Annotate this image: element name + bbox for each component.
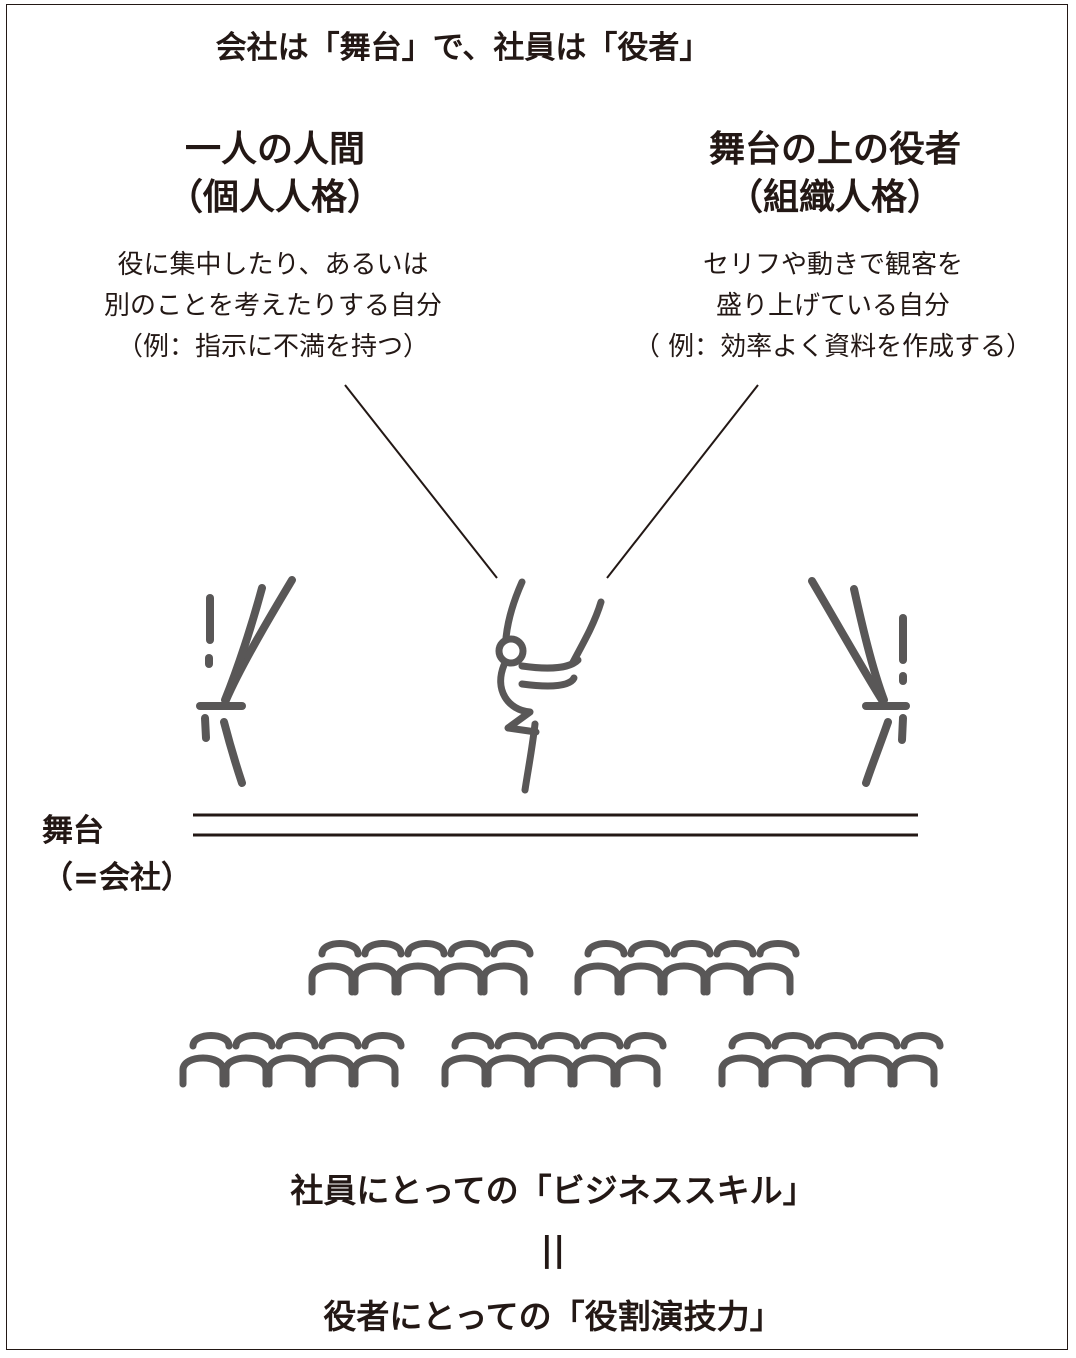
seat xyxy=(660,962,708,996)
seat xyxy=(746,962,794,996)
seat-back xyxy=(756,940,800,958)
seat-block xyxy=(308,940,534,996)
seat xyxy=(617,962,665,996)
left-heading: 一人の人間 （個人人格） xyxy=(167,126,383,222)
seat xyxy=(570,1054,618,1088)
seat xyxy=(761,1054,809,1088)
seat-back xyxy=(814,1032,858,1050)
left-desc-line3: （例：指示に不満を持つ） xyxy=(116,332,430,362)
dancer-icon xyxy=(495,578,605,794)
stage-label-line1: 舞台 xyxy=(42,813,104,849)
right-leader-line xyxy=(606,384,759,579)
stage-label-line2: （=会社） xyxy=(42,860,192,896)
seat xyxy=(179,1054,227,1088)
curtain-right-icon xyxy=(808,577,910,787)
curtain-left-icon xyxy=(196,576,296,787)
seat-back xyxy=(404,940,448,958)
seat xyxy=(847,1054,895,1088)
seat xyxy=(222,1054,270,1088)
seat-back xyxy=(318,1032,362,1050)
conclusion-line1: 社員にとっての「ビジネススキル」 xyxy=(290,1171,816,1210)
right-heading-line2: （組織人格） xyxy=(726,177,944,218)
seat-back xyxy=(189,1032,233,1050)
seat xyxy=(718,1054,766,1088)
seat xyxy=(703,962,751,996)
right-description: セリフや動きで観客を 盛り上げている自分 （ 例：効率よく資料を作成する） xyxy=(634,245,1032,368)
seat xyxy=(308,962,356,996)
conclusion-line2: 役者にとっての「役割演技力」 xyxy=(323,1297,783,1336)
seat-back xyxy=(584,940,628,958)
equals-sign: || xyxy=(540,1230,566,1270)
seat-back xyxy=(713,940,757,958)
diagram-frame xyxy=(6,4,1068,1350)
stage-label: 舞台 （=会社） xyxy=(42,808,192,902)
left-desc-line1: 役に集中したり、あるいは xyxy=(117,250,429,280)
right-desc-line3: （ 例：効率よく資料を作成する） xyxy=(633,332,1033,362)
seat-back xyxy=(361,940,405,958)
right-heading-line1: 舞台の上の役者 xyxy=(708,129,962,170)
seat xyxy=(890,1054,938,1088)
seat xyxy=(308,1054,356,1088)
left-heading-line2: （個人人格） xyxy=(166,177,384,218)
seat-block xyxy=(179,1032,405,1088)
seat xyxy=(394,962,442,996)
seat-block xyxy=(441,1032,667,1088)
right-desc-line1: セリフや動きで観客を xyxy=(702,250,964,280)
diagram-title: 会社は「舞台」で、社員は「役者」 xyxy=(215,30,711,66)
seat-back xyxy=(580,1032,624,1050)
seat-back xyxy=(361,1032,405,1050)
seat-back xyxy=(771,1032,815,1050)
seat xyxy=(441,1054,489,1088)
left-desc-line2: 別のことを考えたりする自分 xyxy=(103,291,443,321)
seat-back xyxy=(232,1032,276,1050)
seat xyxy=(265,1054,313,1088)
seat-back xyxy=(627,940,671,958)
seat-back xyxy=(900,1032,944,1050)
seat xyxy=(351,1054,399,1088)
right-desc-line2: 盛り上げている自分 xyxy=(715,291,951,321)
left-heading-line1: 一人の人間 xyxy=(184,129,366,170)
seat xyxy=(480,962,528,996)
seat-back xyxy=(494,1032,538,1050)
seat-back xyxy=(537,1032,581,1050)
left-leader-line xyxy=(344,384,498,579)
seat xyxy=(574,962,622,996)
seat-block xyxy=(718,1032,944,1088)
right-heading: 舞台の上の役者 （組織人格） xyxy=(709,126,961,222)
seat xyxy=(351,962,399,996)
seat-back xyxy=(318,940,362,958)
seat-back xyxy=(728,1032,772,1050)
seat xyxy=(613,1054,661,1088)
seat-back xyxy=(490,940,534,958)
seat xyxy=(484,1054,532,1088)
audience-seats-icon xyxy=(179,940,944,1088)
seat-back xyxy=(451,1032,495,1050)
seat-back xyxy=(623,1032,667,1050)
seat-back xyxy=(857,1032,901,1050)
seat xyxy=(527,1054,575,1088)
seat-back xyxy=(670,940,714,958)
left-description: 役に集中したり、あるいは 別のことを考えたりする自分 （例：指示に不満を持つ） xyxy=(104,245,442,368)
seat xyxy=(804,1054,852,1088)
seat-block xyxy=(574,940,800,996)
seat-back xyxy=(447,940,491,958)
seat-back xyxy=(275,1032,319,1050)
seat xyxy=(437,962,485,996)
